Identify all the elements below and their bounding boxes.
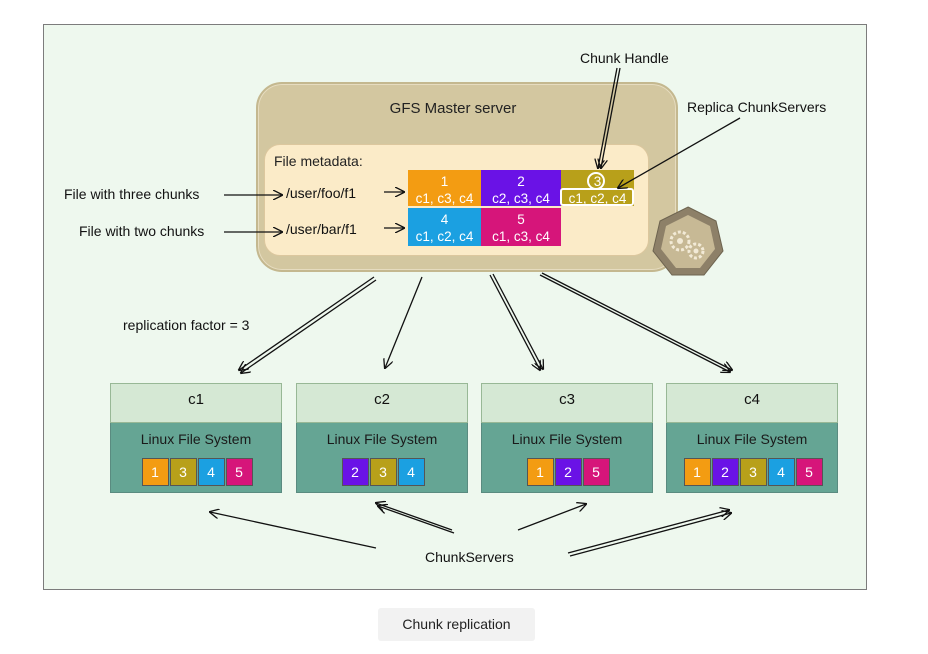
arrow-master-c4-2	[541, 272, 732, 370]
chunk-box-1: 1	[683, 458, 711, 486]
arrow-master-c1-2	[241, 279, 377, 373]
chunk-box-2: 2	[554, 458, 582, 486]
arrow-cs-c4-2	[567, 510, 729, 554]
arrow-master-c3	[489, 274, 540, 370]
file-path-bar: /user/bar/f1	[286, 221, 357, 237]
metadata-title: File metadata:	[274, 153, 363, 169]
chunk-servers: c1, c2, c4	[415, 229, 474, 244]
chunk-box-5: 5	[582, 458, 610, 486]
chunkserver-name: c1	[110, 383, 282, 423]
chunk-id: 5	[517, 212, 525, 227]
master-title: GFS Master server	[389, 100, 517, 117]
file-system-label: Linux File System	[140, 431, 252, 447]
figure-caption: Chunk replication	[378, 608, 535, 641]
chunk-servers: c1, c3, c4	[415, 191, 474, 206]
chunk-box-5: 5	[225, 458, 253, 486]
chunk-box-2: 2	[711, 458, 739, 486]
chunk-cell-2: 2 c2, c3, c4	[481, 170, 561, 206]
arrow-master-c1	[239, 276, 375, 370]
arrow-cs-c2	[376, 503, 453, 531]
chunkserver-name: c3	[481, 383, 653, 423]
chunk-cell-4: 4 c1, c2, c4	[408, 208, 481, 246]
chunk-id: 2	[517, 174, 525, 189]
chunk-box-4: 4	[397, 458, 425, 486]
replica-chunkservers-label: Replica ChunkServers	[687, 99, 827, 115]
chunk-box-3: 3	[369, 458, 397, 486]
chunk-box-3: 3	[739, 458, 767, 486]
replica-servers-highlight	[560, 188, 634, 206]
chunkserver-name: c2	[296, 383, 468, 423]
arrow-replica	[618, 117, 741, 188]
chunk-box-1: 1	[526, 458, 554, 486]
gear-heptagon-icon	[652, 206, 724, 276]
chunk-box-2: 2	[341, 458, 369, 486]
arrow-master-c4	[539, 274, 730, 372]
file-system-label: Linux File System	[696, 431, 808, 447]
chunk-servers: c1, c2, c4	[568, 191, 627, 206]
arrow-cs-c3	[517, 504, 586, 531]
chunk-id: 1	[440, 174, 449, 189]
chunk-box-3: 3	[169, 458, 197, 486]
arrow-cs-c1	[210, 512, 377, 549]
arrow-master-c2	[385, 276, 423, 368]
chunk-box-1: 1	[141, 458, 169, 486]
chunk-box-4: 4	[197, 458, 225, 486]
chunk-cell-5: 5 c1, c3, c4	[481, 208, 561, 246]
arrow-chunk-handle-2	[601, 67, 621, 168]
file-path-foo: /user/foo/f1	[286, 185, 357, 201]
arrow-chunk-handle	[598, 67, 618, 168]
file-three-chunks-label: File with three chunks	[64, 186, 200, 202]
chunk-box-4: 4	[767, 458, 795, 486]
arrow-cs-c2-2	[378, 506, 455, 534]
file-two-chunks-label: File with two chunks	[79, 223, 205, 239]
arrow-master-c3-2	[492, 273, 543, 369]
chunk-box-5: 5	[795, 458, 823, 486]
chunkserver-name: c4	[666, 383, 838, 423]
chunk-id: 4	[440, 212, 449, 227]
chunk-servers: c2, c3, c4	[492, 191, 550, 206]
chunk-servers: c1, c3, c4	[492, 229, 550, 244]
chunkservers-label: ChunkServers	[425, 549, 514, 565]
file-system-label: Linux File System	[511, 431, 623, 447]
arrow-cs-c4	[569, 513, 731, 557]
chunk-handle-label: Chunk Handle	[580, 50, 669, 66]
file-system-label: Linux File System	[326, 431, 438, 447]
chunk-cell-1: 1 c1, c3, c4	[408, 170, 481, 206]
replication-factor-label: replication factor = 3	[123, 317, 250, 333]
